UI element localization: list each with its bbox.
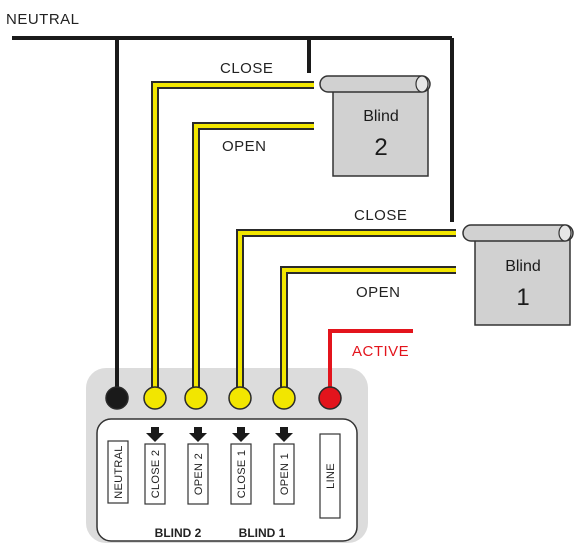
neutral-wiring — [12, 36, 454, 396]
output-arrows — [146, 427, 293, 442]
terminal-label-close1: CLOSE 1 — [236, 450, 248, 499]
blind-2-body — [332, 87, 429, 177]
group-label-blind1: BLIND 1 — [239, 526, 286, 540]
neutral-label: NEUTRAL — [6, 11, 80, 28]
blind-1-body — [474, 236, 571, 326]
blind1-close-label: CLOSE — [354, 207, 407, 224]
blind-2-roller-end — [415, 75, 429, 93]
blind1-open-label: OPEN — [356, 284, 401, 301]
terminal-label-close2: CLOSE 2 — [150, 450, 162, 499]
terminal-box-close1 — [230, 443, 252, 505]
blind1-open-wire — [282, 268, 456, 396]
blind2-close-wire — [153, 83, 314, 396]
terminal-label-open2: OPEN 2 — [193, 453, 205, 495]
blind-1-roller-end — [558, 224, 572, 242]
blind-1-roller — [462, 224, 574, 242]
blind-2-title: Blind — [363, 108, 399, 125]
blind1-close-wire — [238, 231, 456, 396]
terminal-label-open1: OPEN 1 — [279, 453, 291, 495]
terminal-dot-line — [318, 386, 342, 410]
arrow-down-icon — [146, 427, 164, 442]
terminal-box-open2 — [187, 443, 209, 505]
terminal-dot-close1 — [228, 386, 252, 410]
terminal-box-close2 — [144, 443, 166, 505]
terminal-dots — [105, 386, 342, 410]
terminal-box-open1 — [273, 443, 295, 505]
terminal-box-neutral — [107, 440, 129, 504]
blind-1-number: 1 — [516, 284, 529, 311]
active-label: ACTIVE — [352, 343, 409, 360]
terminal-dot-close2 — [143, 386, 167, 410]
blind-2: Blind 2 — [319, 75, 431, 177]
terminal-panel — [96, 418, 358, 542]
terminal-label-line: LINE — [325, 463, 337, 489]
group-label-blind2: BLIND 2 — [155, 526, 202, 540]
terminal-box-line — [319, 433, 341, 519]
arrow-down-icon — [232, 427, 250, 442]
terminal-dot-open1 — [272, 386, 296, 410]
switched-wiring — [153, 83, 456, 396]
blind-2-roller — [319, 75, 431, 93]
blind2-open-label: OPEN — [222, 138, 267, 155]
blind-2-number: 2 — [374, 134, 387, 161]
blind-1: Blind 1 — [462, 224, 574, 326]
terminal-label-neutral: NEUTRAL — [113, 445, 125, 498]
blind-1-title: Blind — [505, 258, 541, 275]
terminal-dot-neutral — [105, 386, 129, 410]
terminal-labels: NEUTRAL CLOSE 2 OPEN 2 CLOSE 1 OPEN 1 LI… — [107, 433, 341, 519]
arrow-down-icon — [275, 427, 293, 442]
active-wire — [328, 329, 413, 396]
terminal-dot-open2 — [184, 386, 208, 410]
blind2-open-wire — [194, 124, 314, 396]
blind2-close-label: CLOSE — [220, 60, 273, 77]
arrow-down-icon — [189, 427, 207, 442]
